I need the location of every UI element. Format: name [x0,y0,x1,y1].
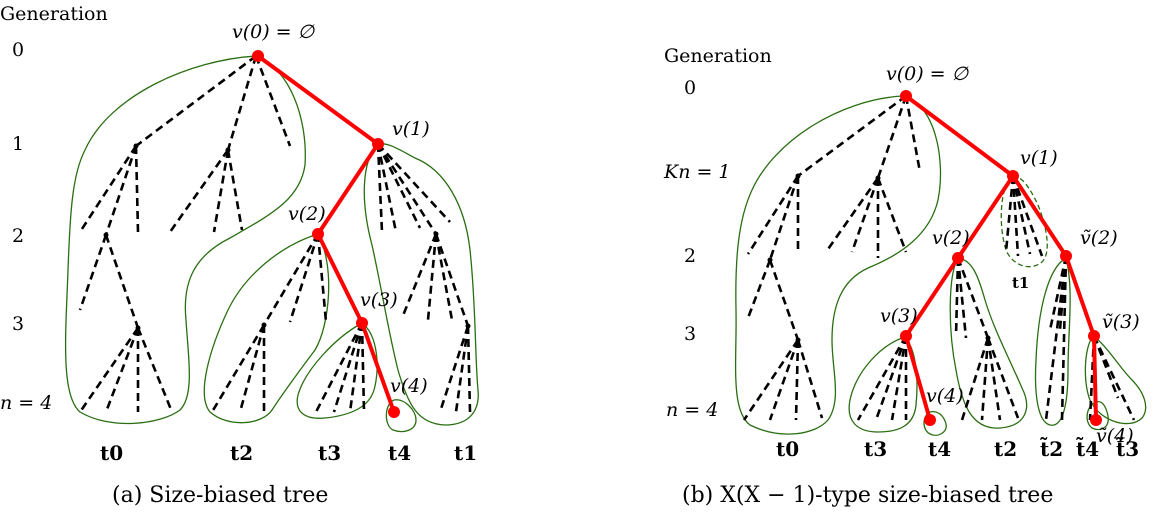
spine-node-b-0 [900,90,912,102]
spine-node-b-2 [952,252,964,264]
spine-node-b-3 [900,330,912,342]
generation-header-a: Generation [0,3,108,25]
subtree-label-a-4: t1 [454,441,477,465]
spine-label-b-6: ṽ(3) [1102,311,1140,333]
node-a-468-326 [465,323,471,329]
gen-label-a-1: 1 [12,133,24,155]
spine-label-b-2: v(2) [932,227,970,249]
node-a-106-235 [103,232,109,238]
contour-tt2-b [1034,257,1071,426]
subtree-label-b-3: t2 [994,437,1017,461]
panel-a: Generation 0 1 2 3 n = 4 [0,3,479,508]
contour-t1-a [363,143,479,426]
node-b-770-260 [767,257,773,263]
subtree-label-b-0: t0 [776,437,799,461]
spine-node-a-3 [356,317,368,329]
subtree-label-a-1: t2 [230,441,253,465]
panel-b: Generation 0 Kn = 1 2 3 n = 4 [663,45,1147,508]
gen-label-a-4: n = 4 [0,392,52,414]
node-b-798-340 [795,337,801,343]
spine-a [256,54,396,414]
gen-label-b-4: n = 4 [666,399,718,421]
spine-label-b-7: ṽ(4) [1096,425,1134,447]
caption-a: (a) Size-biased tree [112,483,328,508]
spine-node-a-1 [372,138,384,150]
generation-header-b: Generation [664,45,772,67]
node-a-228-150 [225,147,231,153]
gen-label-a-2: 2 [12,225,24,247]
contour-t4-a [385,399,417,433]
spine-node-b-t3 [1088,330,1100,342]
spine-label-b-1: v(1) [1020,147,1058,169]
contour-tt3-b [1084,335,1147,425]
dashed-edges-b [742,94,1136,421]
spine-node-b-4 [924,414,936,426]
spine-node-b-t2 [1060,250,1072,262]
spine-node-a-2 [312,228,324,240]
contour-t4-b [923,410,947,436]
node-b-988-338 [985,335,991,341]
gen-label-b-2: 2 [684,245,696,267]
node-a-138-328 [135,325,141,331]
gen-label-b-0: 0 [684,77,696,99]
dashed-edges-a [78,54,472,413]
spine-label-a-3: v(3) [360,289,398,311]
contour-t2-a [203,233,330,424]
spine-b [904,94,1098,422]
spine-node-b-t4 [1090,414,1102,426]
subtree-label-b-2: t4 [928,437,951,461]
contour-t1-b [1000,175,1048,268]
gen-label-b-1: Kn = 1 [663,161,731,183]
subtree-label-a-2: t3 [318,441,341,465]
node-b-878-178 [875,175,881,181]
spine-label-a-4: v(4) [390,375,428,397]
spine-label-b-4: v(4) [926,385,964,407]
node-a-436-234 [433,231,439,237]
spine-label-a-1: v(1) [392,118,430,140]
subtree-label-a-3: t4 [388,441,411,465]
node-a-136-146 [133,143,139,149]
contour-t2-b [949,257,1028,429]
gen-label-b-3: 3 [684,323,696,345]
subtree-label-a-0: t0 [100,441,123,465]
contour-tt4-b [1086,400,1109,431]
contour-t0-a [64,55,306,425]
spine-node-a-0 [252,50,264,62]
gen-label-a-0: 0 [12,39,24,61]
spine-node-b-1 [1007,170,1019,182]
subtree-label-b-6: t̃3 [1116,436,1139,461]
spine-label-a-2: v(2) [288,203,326,225]
contour-t3-b [848,336,918,433]
spine-label-a-0: v(0) = ∅ [232,21,316,43]
node-a-264-325 [261,322,267,328]
spine-node-a-4 [388,406,400,418]
node-b-798-176 [795,173,801,179]
spine-label-b-0: v(0) = ∅ [886,63,970,85]
subtree-label-b-4: t̃2 [1040,436,1063,461]
caption-b: (b) X(X − 1)-type size-biased tree [682,483,1053,508]
gen-label-a-3: 3 [12,313,24,335]
spine-label-b-3: v(3) [880,305,918,327]
subtree-label-b-5: t̃4 [1076,436,1100,461]
subtree-label-b-1: t3 [864,437,887,461]
spine-label-b-5: ṽ(2) [1080,227,1118,249]
subtree-label-b-7: t1 [1012,274,1029,292]
contour-t0-b [734,95,942,435]
